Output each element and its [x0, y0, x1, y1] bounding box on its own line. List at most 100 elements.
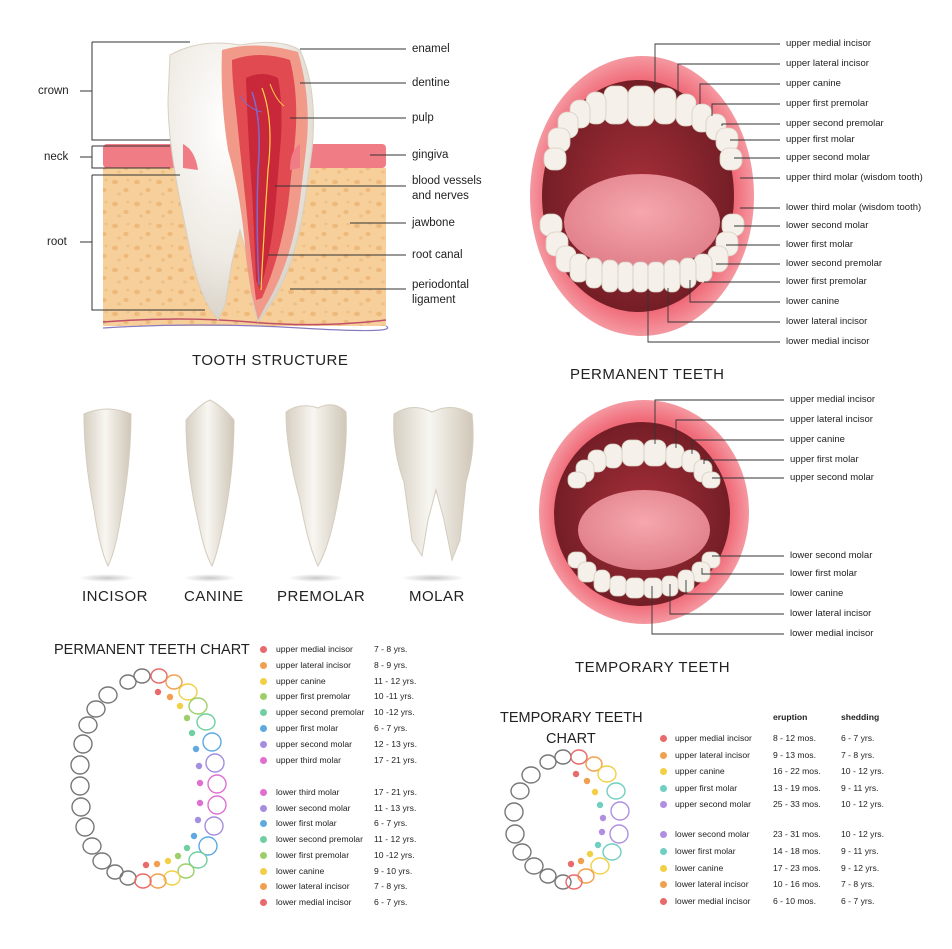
perm-label: upper first premolar	[786, 98, 869, 109]
row-tooth-name: upper second molar	[675, 799, 751, 809]
row-color-dot	[260, 898, 267, 906]
row-tooth-name: upper medial incisor	[276, 644, 353, 654]
row-tooth-name: upper lateral incisor	[675, 749, 750, 760]
row-eruption: 9 - 13 mos.	[773, 749, 816, 760]
row-tooth-name: upper third molar	[276, 754, 341, 765]
label-jawbone: jawbone	[412, 217, 455, 229]
row-color-dot	[260, 836, 267, 844]
row-tooth-name: lower second molar	[276, 802, 351, 813]
permanent-chart-title: PERMANENT TEETH CHART	[54, 642, 250, 658]
perm-label: upper canine	[786, 78, 841, 89]
label-blood-vessels: blood vessels and nerves	[412, 175, 482, 202]
temp-label: lower medial incisor	[790, 628, 874, 639]
row-color-dot	[660, 881, 667, 889]
row-eruption-age: 11 - 13 yrs.	[374, 802, 417, 813]
tooth-structure-brackets	[80, 41, 205, 311]
label-periodontal-ligament: periodontal ligament	[412, 279, 469, 306]
temporary-teeth-mouth	[539, 400, 749, 624]
row-color-dot	[660, 801, 667, 808]
row-eruption: 23 - 31 mos.	[773, 829, 821, 839]
permanent-teeth-title: PERMANENT TEETH	[570, 366, 725, 383]
row-eruption: 10 - 16 mos.	[773, 879, 821, 890]
temp-label: upper medial incisor	[790, 394, 876, 405]
row-tooth-name: upper first premolar	[276, 691, 351, 702]
row-tooth-name: upper first molar	[675, 782, 738, 793]
row-eruption-age: 9 - 10 yrs.	[374, 865, 413, 876]
row-eruption-age: 6 - 7 yrs.	[374, 723, 408, 733]
row-tooth-name: lower lateral incisor	[276, 881, 350, 892]
label-neck: neck	[44, 151, 69, 163]
row-color-dot	[260, 740, 267, 748]
row-tooth-name: upper canine	[675, 766, 725, 776]
temporary-chart-title-2: CHART	[546, 731, 596, 747]
col-eruption-header: eruption	[773, 712, 808, 722]
temporary-teeth-title: TEMPORARY TEETH	[575, 659, 731, 676]
row-color-dot	[260, 789, 267, 796]
row-shedding: 9 - 11 yrs.	[841, 782, 879, 793]
permanent-teeth-mouth	[530, 56, 754, 336]
canine-illustration	[184, 399, 236, 582]
label-root-canal: root canal	[412, 249, 463, 261]
row-eruption: 13 - 19 mos.	[773, 782, 821, 793]
row-color-dot	[260, 756, 267, 764]
row-color-dot	[260, 709, 267, 717]
row-color-dot	[260, 867, 267, 875]
row-tooth-name: lower first molar	[675, 845, 736, 856]
perm-label: upper lateral incisor	[786, 58, 869, 69]
row-tooth-name: lower medial incisor	[276, 896, 352, 907]
row-shedding: 9 - 12 yrs.	[841, 862, 880, 873]
temp-label: lower lateral incisor	[790, 608, 872, 619]
temporary-chart-arch	[504, 749, 630, 890]
tooth-structure-title: TOOTH STRUCTURE	[192, 352, 349, 369]
label-enamel: enamel	[412, 43, 450, 55]
row-color-dot	[660, 768, 667, 775]
temp-label: upper canine	[790, 434, 845, 445]
temp-label: upper lateral incisor	[790, 414, 873, 425]
label-molar: MOLAR	[409, 588, 465, 605]
row-color-dot	[660, 898, 667, 906]
permanent-teeth-leaders	[647, 43, 780, 343]
row-color-dot	[260, 646, 267, 653]
row-tooth-name: lower canine	[675, 862, 724, 873]
row-eruption-age: 12 - 13 yrs.	[374, 738, 417, 749]
row-eruption: 25 - 33 mos.	[773, 799, 821, 809]
row-color-dot	[660, 831, 667, 838]
incisor-illustration	[79, 408, 135, 582]
row-shedding: 6 - 7 yrs.	[841, 733, 875, 743]
temporary-chart-title-1: TEMPORARY TEETH	[500, 710, 643, 726]
row-eruption-age: 10 -12 yrs.	[374, 707, 415, 718]
row-shedding: 10 - 12 yrs.	[841, 766, 884, 776]
row-eruption-age: 6 - 7 yrs.	[374, 818, 408, 829]
row-tooth-name: lower third molar	[276, 787, 340, 797]
row-color-dot	[260, 804, 267, 812]
perm-label: upper medial incisor	[786, 38, 872, 49]
perm-label: lower lateral incisor	[786, 316, 868, 327]
tooth-cross-section	[102, 41, 389, 332]
row-color-dot	[660, 864, 667, 872]
row-tooth-name: upper medial incisor	[675, 733, 752, 743]
perm-label: lower first molar	[786, 239, 854, 250]
perm-label: lower third molar (wisdom tooth)	[786, 202, 922, 213]
perm-label: lower first premolar	[786, 276, 867, 287]
row-eruption: 6 - 10 mos.	[773, 896, 816, 907]
perm-label: lower medial incisor	[786, 336, 870, 347]
temp-label: upper first molar	[790, 454, 859, 465]
row-tooth-name: upper first molar	[276, 723, 339, 733]
perm-label: upper first molar	[786, 134, 855, 145]
row-color-dot	[260, 661, 267, 669]
row-eruption: 17 - 23 mos.	[773, 862, 821, 873]
row-color-dot	[660, 751, 667, 759]
temporary-teeth-leaders	[651, 399, 784, 635]
row-tooth-name: lower medial incisor	[675, 896, 751, 907]
row-color-dot	[660, 735, 667, 742]
row-shedding: 7 - 8 yrs.	[841, 879, 875, 890]
label-gingiva: gingiva	[412, 149, 449, 161]
perm-label: upper second molar	[786, 152, 870, 163]
row-color-dot	[260, 883, 267, 891]
row-eruption-age: 6 - 7 yrs.	[374, 896, 408, 907]
temp-label: lower canine	[790, 588, 844, 599]
row-eruption-age: 10 -11 yrs.	[374, 691, 414, 702]
row-tooth-name: upper lateral incisor	[276, 659, 351, 670]
label-incisor: INCISOR	[82, 588, 149, 605]
